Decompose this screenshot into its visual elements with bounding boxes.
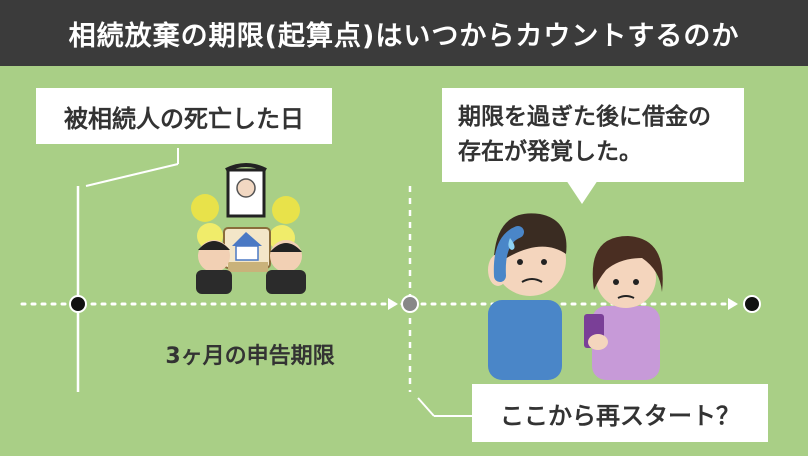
discovery-speech-bubble: 期限を過ぎた後に借金の存在が発覚した。 — [442, 88, 744, 182]
death-date-dot — [69, 295, 87, 313]
end-dot — [743, 295, 761, 313]
worried-couple-icon — [488, 213, 663, 380]
deadline-dot — [401, 295, 419, 313]
filing-period-label: 3ヶ月の申告期限 — [165, 344, 335, 369]
death-label-connector-diagonal — [85, 163, 179, 187]
funeral-icon — [191, 163, 306, 294]
restart-label: ここから再スタート？ — [472, 384, 768, 442]
speech-bubble-tail — [566, 180, 598, 204]
death-day-label: 被相続人の死亡した日 — [36, 88, 332, 144]
timeline-arrow-1 — [388, 298, 398, 310]
page-title: 相続放棄の期限(起算点)はいつからカウントするのか — [0, 0, 808, 66]
restart-connector — [417, 397, 435, 417]
timeline-arrow-2 — [728, 298, 738, 310]
